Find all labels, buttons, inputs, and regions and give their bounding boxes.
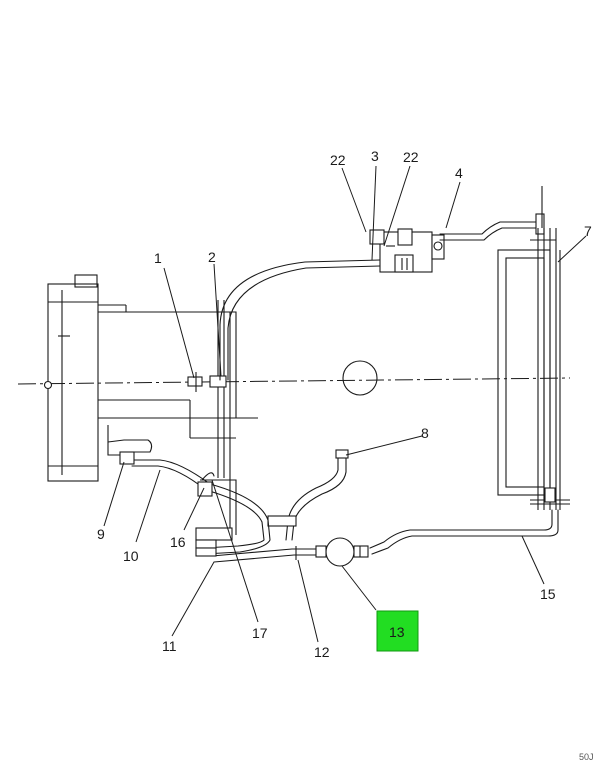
callout-17: 17 [252, 625, 268, 641]
oil-cooler [497, 186, 570, 510]
leader-lines [103, 165, 587, 643]
transmission-housing [43, 274, 258, 535]
callout-11: 11 [162, 638, 177, 654]
cooler-line-10 [107, 439, 271, 555]
callout-13[interactable]: 13 [389, 624, 405, 640]
callout-7: 7 [584, 223, 592, 239]
cooler-line-8 [267, 449, 349, 541]
cooler-line-upper [219, 259, 381, 381]
callout-9: 9 [97, 526, 105, 542]
callout-22-left: 22 [330, 152, 346, 168]
callout-15: 15 [540, 586, 556, 602]
callout-16: 16 [170, 534, 186, 550]
center-line [17, 377, 571, 385]
cooler-line-15 [369, 509, 559, 555]
cooler-line-4 [439, 213, 545, 241]
cooler-line-12 [211, 546, 317, 563]
highlight-box-13[interactable] [376, 610, 419, 652]
callout-4: 4 [455, 165, 463, 181]
callout-10: 10 [123, 548, 139, 564]
callout-8: 8 [421, 425, 429, 441]
output-shaft-circle [342, 360, 378, 396]
corner-mark: 50J [579, 752, 594, 761]
callout-3: 3 [371, 148, 379, 164]
callout-22-right: 22 [403, 149, 419, 165]
callout-12: 12 [314, 644, 330, 660]
callout-1: 1 [154, 250, 162, 266]
valve-assembly [369, 228, 445, 273]
callout-2: 2 [208, 249, 216, 265]
inline-filter [315, 537, 369, 567]
fitting-item-1 [187, 372, 227, 392]
